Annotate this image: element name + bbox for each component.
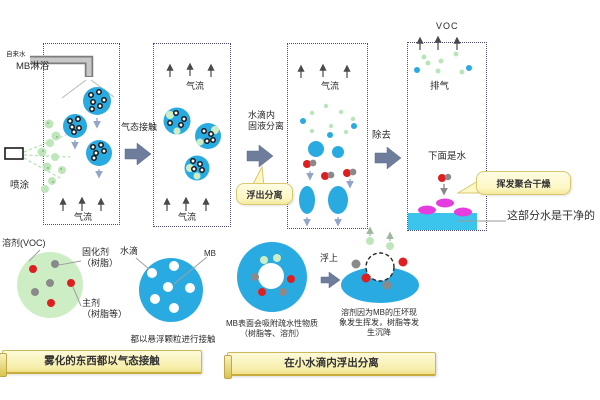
main-agent-line1: 主剂 (82, 298, 101, 308)
float-separation-text: 浮出分离 (246, 189, 283, 200)
legend-composition-circle (17, 249, 83, 318)
volatile-dry-bubble: 挥发聚合干燥 (476, 171, 571, 195)
collapse-caption-line2: 象发生挥发，树脂等发 (339, 318, 419, 327)
spray-label: 喷涂 (10, 180, 30, 191)
droplet-separation-line1: 水滴内 (248, 110, 276, 120)
collapse-caption-line1: 溶剂因为MB的压坏现 (341, 308, 417, 317)
adsorb-caption-line2: （树脂等、溶剂） (240, 329, 304, 338)
curing-agent-line2: （树脂） (82, 258, 119, 268)
mb-shower-label: MB淋浴 (16, 61, 50, 72)
stage2-panel (153, 43, 231, 227)
airflow-label-stage2-bottom: 气流 (177, 212, 196, 222)
water-droplet-label: 水滴 (120, 246, 139, 256)
droplet-separation-banner: 在小水滴内浮出分离 (224, 352, 436, 379)
float-up-label: 浮上 (320, 253, 339, 263)
water-below-label: 下面是水 (428, 151, 467, 162)
gas-contact-banner: 雾化的东西都以气态接触 (0, 350, 202, 377)
exhaust-label: 排气 (430, 81, 450, 92)
curing-agent-label: 固化剂 （树脂） (82, 247, 118, 269)
legend-mb-droplet (135, 256, 208, 322)
solvent-label: 溶剂(VOC) (2, 238, 46, 248)
stage1-panel (43, 43, 120, 225)
legend-adsorption-droplet (237, 242, 307, 312)
clean-water-note: 这部分水是干净的 (507, 210, 595, 222)
droplet-separation-label: 水滴内 固液分离 (248, 110, 284, 132)
collapse-caption-line3: 生沉降 (367, 328, 391, 337)
remove-label: 除去 (372, 130, 392, 141)
tap-water-label: 自来水 (6, 51, 26, 58)
droplet-separation-banner-text: 在小水滴内浮出分离 (284, 357, 379, 369)
suspended-caption: 都以悬浮颗粒进行接触 (130, 334, 216, 344)
airflow-label-stage3: 气流 (320, 81, 339, 91)
main-agent-label: 主剂 （树脂等） (82, 298, 127, 320)
collapse-caption: 溶剂因为MB的压坏现 象发生挥发，树脂等发 生沉降 (328, 308, 430, 338)
adsorb-caption: MB表面会吸附疏水性物质 （树脂等、溶剂） (220, 319, 324, 339)
stage3-panel (287, 43, 368, 229)
float-separation-bubble: 浮出分离 (236, 183, 293, 205)
voc-label: VOC (436, 21, 459, 31)
main-agent-line2: （树脂等） (82, 309, 128, 319)
adsorb-caption-line1: MB表面会吸附疏水性物质 (226, 319, 318, 328)
airflow-label-stage2-top: 气流 (185, 81, 204, 91)
volatile-dry-text: 挥发聚合干燥 (496, 178, 551, 189)
spray-nozzle (4, 147, 24, 160)
gas-contact-label: 气态接触 (121, 122, 158, 132)
curing-agent-line1: 固化剂 (82, 247, 110, 257)
mb-label: MB (204, 249, 216, 258)
legend-collapse-droplet (341, 226, 419, 303)
gas-contact-banner-text: 雾化的东西都以气态接触 (44, 355, 160, 367)
stage4-panel (407, 42, 487, 231)
droplet-separation-line2: 固液分离 (248, 121, 285, 131)
airflow-label-stage1: 气流 (73, 212, 92, 222)
